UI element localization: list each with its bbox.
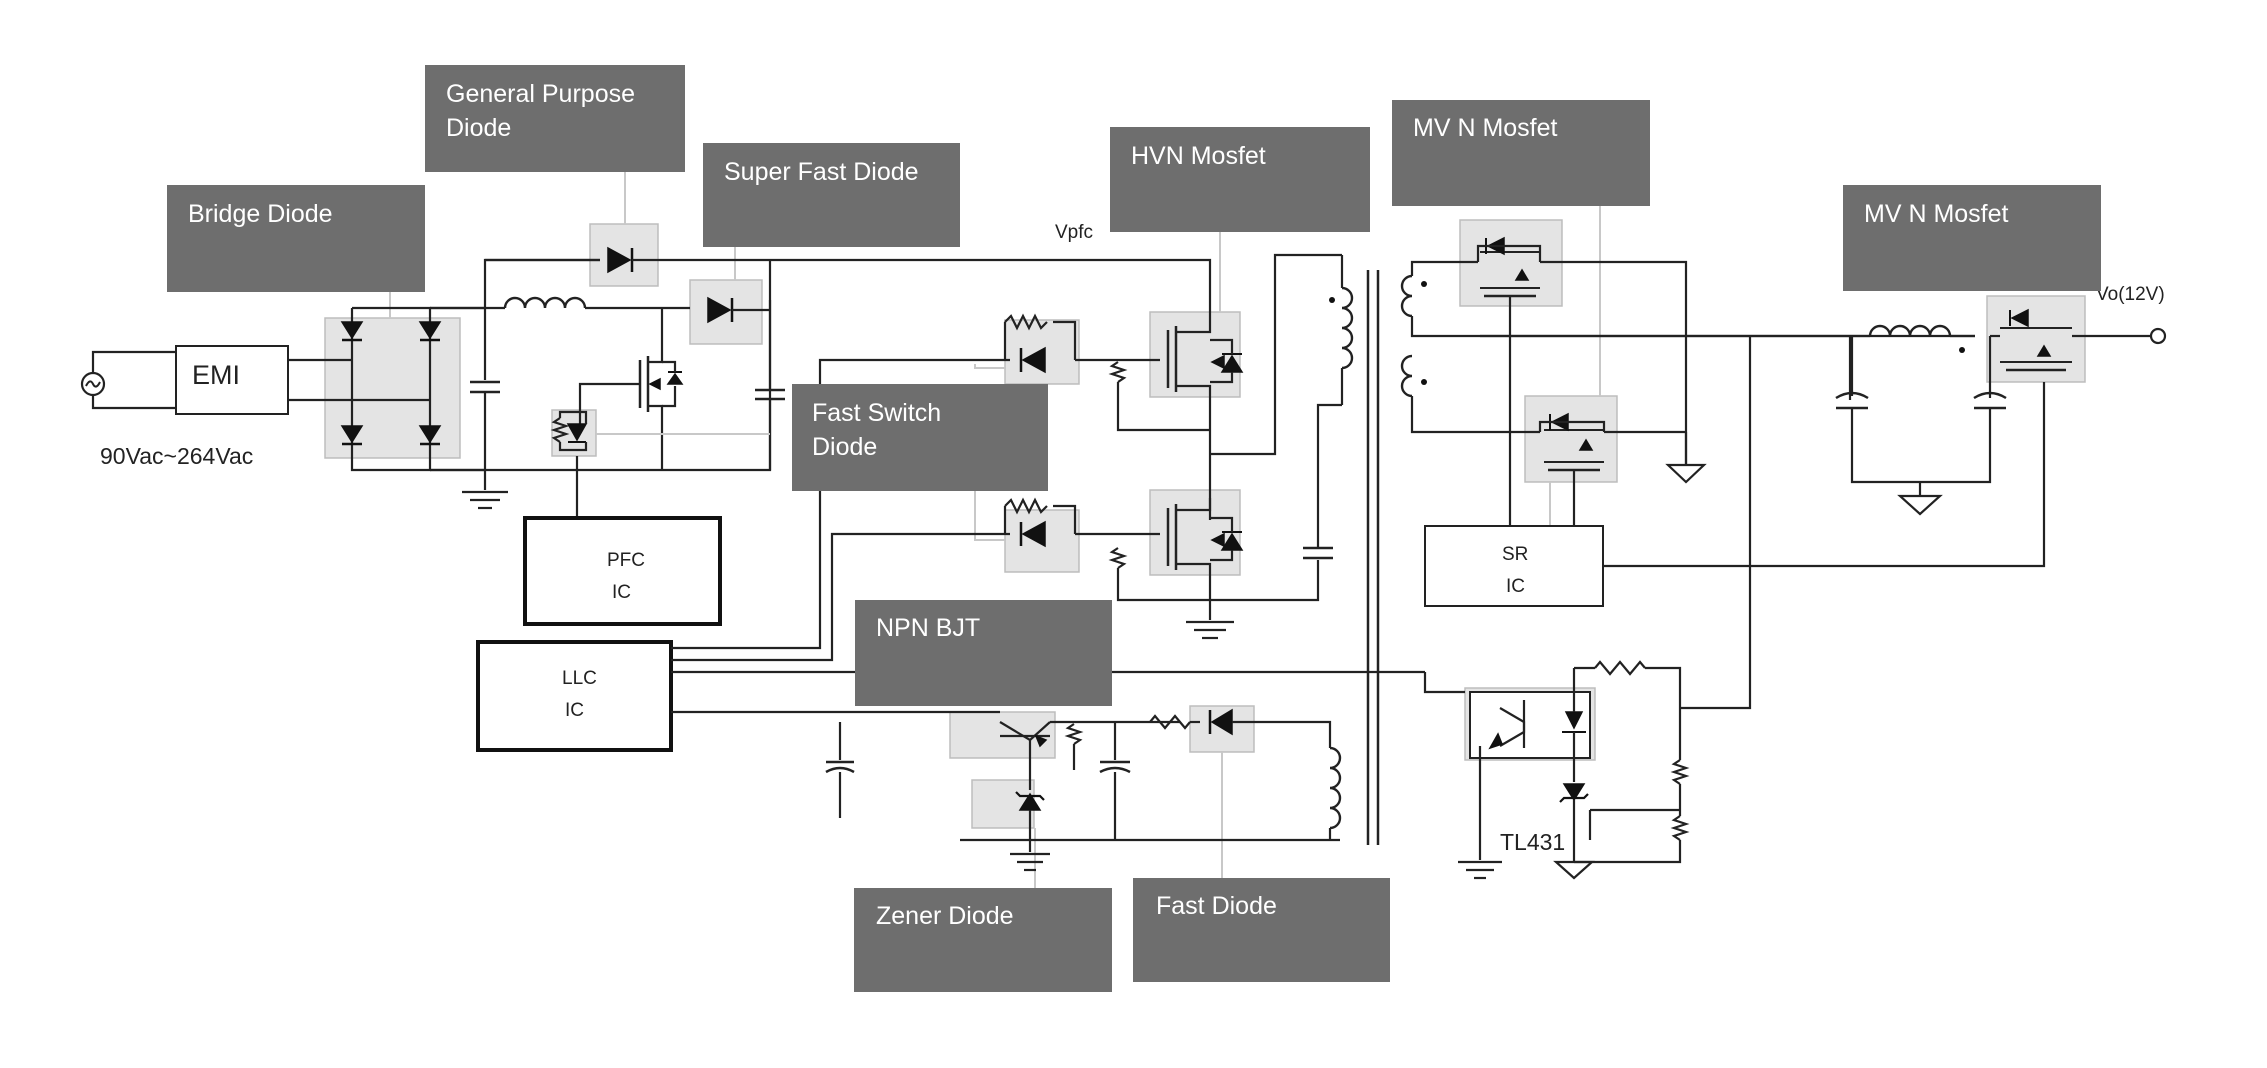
pfc-ic-label-2: IC — [612, 582, 631, 603]
callout-fast-switch-diode-line2: Diode — [812, 433, 877, 461]
callout-super-fast-diode-text: Super Fast Diode — [724, 158, 919, 186]
input-voltage-label: 90Vac~264Vac — [100, 443, 253, 469]
transformer-primary-icon — [1341, 286, 1354, 370]
pfc-ic-label-1: PFC — [607, 550, 645, 571]
callout-fast-diode-text: Fast Diode — [1156, 892, 1277, 920]
callout-npn-bjt-text: NPN BJT — [876, 614, 980, 642]
vo-label: Vo(12V) — [2096, 284, 2165, 305]
wire-pfc-gate — [578, 382, 640, 430]
tl431-icon — [1562, 783, 1586, 802]
callout-npn-bjt: NPN BJT — [855, 600, 1112, 706]
ac-sine-icon — [85, 380, 101, 388]
ground-icon-3 — [1665, 463, 1707, 484]
output-cap1-icon — [1835, 391, 1869, 400]
wire-feedback-sense — [1680, 336, 1752, 710]
callout-zener-diode-text: Zener Diode — [876, 902, 1014, 930]
transformer-secondary-top-icon — [1400, 274, 1413, 318]
bjt-bias-resistor-icon — [1064, 723, 1084, 745]
callout-general-purpose-diode-line1: General Purpose — [446, 80, 635, 108]
callout-mv-mosfet-top: MV N Mosfet — [1392, 100, 1650, 206]
fast-switch-diode-upper-icon — [1021, 346, 1046, 374]
wire-ac-top — [91, 350, 176, 373]
wire-sr3-gate — [1603, 382, 2046, 568]
feedback-divider-upper-icon — [1670, 759, 1690, 785]
optocoupler-transistor-icon — [1488, 732, 1503, 750]
callout-mv-mosfet-right: MV N Mosfet — [1843, 185, 2101, 291]
pfc-inductor-icon — [503, 296, 587, 309]
gate-pulldown-resistor-lower-icon — [1108, 547, 1128, 569]
npn-bjt-icon — [1034, 734, 1048, 748]
llc-ic-block — [476, 640, 673, 752]
general-purpose-diode-highlight — [589, 223, 659, 287]
ground-icon-2 — [1186, 620, 1234, 640]
output-inductor-icon — [1868, 324, 1952, 337]
leader-fast-switch-lower — [974, 490, 1005, 541]
callout-mv-mosfet-right-text: MV N Mosfet — [1864, 200, 2009, 228]
general-purpose-diode-icon — [607, 246, 632, 274]
llc-ic-label-2: IC — [565, 700, 584, 721]
aux-winding-icon — [1329, 746, 1342, 830]
aux-cap-icon — [1099, 766, 1131, 774]
llc-ic-label-1: LLC — [562, 668, 597, 689]
callout-zener-diode: Zener Diode — [854, 888, 1112, 992]
gate-resistor-lower-icon — [1004, 497, 1048, 515]
sr-ic-block — [1424, 525, 1604, 607]
callout-bridge-diode-text: Bridge Diode — [188, 200, 333, 228]
callout-fast-diode: Fast Diode — [1133, 878, 1390, 982]
aux-resistor-icon — [1149, 714, 1191, 730]
ground-icon-7 — [1010, 852, 1050, 872]
vpfc-label: Vpfc — [1055, 222, 1093, 243]
pfc-sense-resistor-icon — [550, 417, 570, 443]
wire-resonant-cap-return — [1210, 560, 1320, 602]
mv-mosfet-right-highlight — [1986, 295, 2086, 383]
callout-mv-mosfet-top-text: MV N Mosfet — [1413, 114, 1558, 142]
emi-label: EMI — [192, 360, 240, 390]
emi-block — [175, 345, 289, 415]
wire-vpfc-top — [632, 258, 1212, 318]
callout-super-fast-diode: Super Fast Diode — [703, 143, 960, 247]
fast-switch-diode-lower-icon — [1021, 520, 1046, 548]
callout-fast-switch-diode: Fast Switch Diode — [792, 384, 1048, 491]
vcc-cap-icon — [825, 766, 855, 774]
ground-icon-1 — [462, 490, 508, 510]
wire-llc-ls-drive — [671, 532, 1010, 662]
pfc-mosfet-body-diode-icon — [666, 372, 684, 385]
mv-mosfet-right-body-diode-icon — [2010, 308, 2029, 328]
feedback-divider-lower-icon — [1670, 815, 1690, 841]
ground-icon-6 — [1553, 860, 1595, 880]
tl431-label: TL431 — [1500, 829, 1565, 855]
callout-fast-switch-diode-line1: Fast Switch — [812, 399, 941, 427]
callout-hvn-mosfet: HVN Mosfet — [1110, 127, 1370, 232]
wire-to-resonant-tank — [1210, 253, 1295, 456]
callout-general-purpose-diode: General Purpose Diode — [425, 65, 685, 172]
gate-pulldown-resistor-upper-icon — [1108, 361, 1128, 383]
gate-resistor-upper-icon — [1004, 313, 1048, 331]
leader-fast-switch-upper — [974, 364, 1005, 369]
transformer-secondary-bottom-icon — [1400, 354, 1413, 398]
wire-ac-bottom — [91, 395, 176, 410]
mv-mosfet-mid-highlight — [1524, 395, 1618, 483]
pfc-ic-block — [523, 516, 722, 626]
fast-diode-highlight — [1189, 705, 1255, 753]
ground-icon-5 — [1458, 860, 1502, 880]
wire-bus-top — [430, 258, 600, 310]
output-terminal-icon — [2149, 327, 2167, 345]
feedback-resistor-top-icon — [1594, 660, 1646, 676]
callout-general-purpose-diode-line2: Diode — [446, 114, 511, 142]
super-fast-diode-icon — [707, 296, 732, 324]
ground-icon-4 — [1897, 494, 1943, 516]
sr-ic-label-1: SR — [1502, 544, 1528, 565]
pfc-sense-diode-icon — [566, 423, 588, 442]
sr-ic-label-2: IC — [1506, 576, 1525, 597]
wire-llc-hs-drive — [671, 358, 1010, 650]
callout-bridge-diode: Bridge Diode — [167, 185, 425, 292]
callout-hvn-mosfet-text: HVN Mosfet — [1131, 142, 1266, 170]
